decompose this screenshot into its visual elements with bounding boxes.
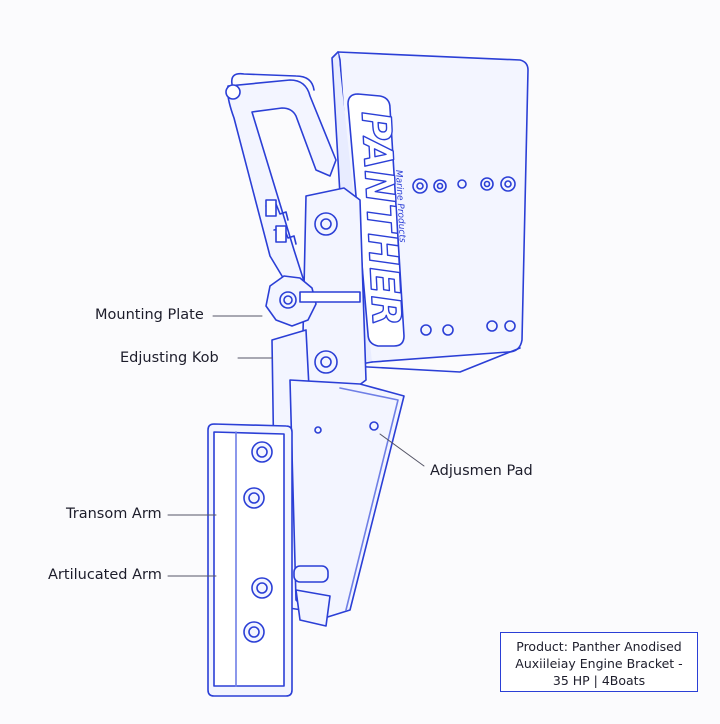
product-line-2: Auxiileiay Engine Bracket - bbox=[515, 656, 683, 671]
label-articulated-arm: Artilucated Arm bbox=[48, 567, 162, 583]
transom-arm-part bbox=[207, 423, 331, 697]
label-adjustment-pad: Adjusmen Pad bbox=[430, 463, 533, 479]
panther-tagline: Marine Products bbox=[393, 170, 407, 244]
product-line-3: 35 HP | 4Boats bbox=[552, 673, 646, 688]
label-mounting-plate: Mounting Plate bbox=[95, 307, 204, 323]
adjusting-knob-part bbox=[265, 275, 361, 327]
adjusting-handle bbox=[225, 72, 337, 307]
leader-lines bbox=[167, 315, 425, 577]
product-info-box: Product: Panther Anodised Auxiileiay Eng… bbox=[500, 632, 698, 692]
label-transom-arm: Transom Arm bbox=[66, 506, 162, 522]
label-adjusting-knob: Edjusting Kob bbox=[120, 350, 219, 366]
product-line-1: Product: Panther Anodised bbox=[516, 639, 682, 654]
